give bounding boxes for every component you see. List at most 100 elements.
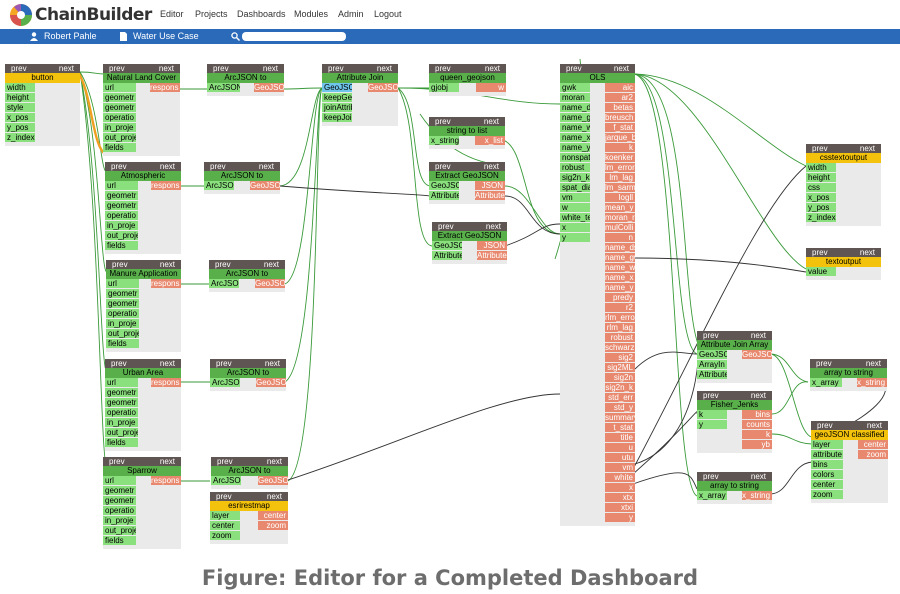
output-port[interactable]: std_err [605,393,635,402]
output-port[interactable]: zoom [258,521,288,530]
input-port[interactable]: css [806,183,836,192]
output-port[interactable]: Attribute [475,191,505,200]
next-button[interactable]: next [483,117,499,126]
input-port[interactable]: name_gw [560,113,590,122]
input-port[interactable]: sig2n_k [560,173,590,182]
node-title[interactable]: esrirestmap [210,501,288,511]
output-port[interactable]: name_gw [605,253,635,262]
input-port[interactable]: geometr [105,388,138,397]
input-port[interactable]: style [5,103,35,112]
input-port[interactable]: ArcJSON [211,476,241,485]
nav-admin[interactable]: Admin [338,9,364,19]
prev-button[interactable]: prev [11,64,27,73]
input-port[interactable]: z_index [806,213,836,222]
output-port[interactable]: sig2ML [605,363,635,372]
input-port[interactable]: geometr [103,103,136,112]
input-port[interactable]: fields [103,143,136,152]
output-port[interactable]: xtx [605,493,635,502]
input-port[interactable]: spat_dia [560,183,590,192]
input-port[interactable]: height [5,93,35,102]
next-button[interactable]: next [158,64,174,73]
node-title[interactable]: ArcJSON to [210,368,286,378]
output-port[interactable]: x_string [857,378,887,387]
output-port[interactable]: betas [605,103,635,112]
prev-button[interactable]: prev [703,391,719,400]
prev-button[interactable]: prev [812,248,828,257]
input-port[interactable]: center [811,480,843,489]
output-port[interactable]: n [605,233,635,242]
input-port[interactable]: k [697,410,727,419]
input-port[interactable]: geometr [106,289,139,298]
output-port[interactable]: title [605,433,635,442]
input-port[interactable]: vm [560,193,590,202]
input-port[interactable]: out_proje [105,428,138,437]
output-port[interactable]: k [605,143,635,152]
prev-button[interactable]: prev [109,457,125,466]
output-port[interactable]: xtxi [605,503,635,512]
output-port[interactable]: respons [150,83,180,92]
prev-button[interactable]: prev [109,64,125,73]
input-port[interactable]: gwk [560,83,590,92]
output-port[interactable]: lm_error [605,163,635,172]
output-port[interactable]: mean_y [605,203,635,212]
next-button[interactable]: next [159,260,175,269]
next-button[interactable]: next [159,359,175,368]
next-button[interactable]: next [262,64,278,73]
input-port[interactable]: bins [811,460,843,469]
output-port[interactable]: vm [605,463,635,472]
output-port[interactable]: center [258,511,288,520]
input-port[interactable]: operatio [105,211,138,220]
output-port[interactable]: u [605,443,635,452]
node-title[interactable]: ArcJSON to [204,171,280,181]
output-port[interactable]: name_w [605,263,635,272]
input-port[interactable]: in_proje [106,319,139,328]
current-project[interactable]: Water Use Case [133,31,199,41]
next-button[interactable]: next [159,457,175,466]
input-port[interactable]: Attribute [432,251,462,260]
nav-dashboards[interactable]: Dashboards [237,9,286,19]
input-port[interactable]: x_pos [806,193,836,202]
input-port[interactable]: fields [103,536,136,545]
input-port[interactable]: ArcJSON [209,279,239,288]
input-port[interactable]: GeoJSO [322,83,352,92]
output-port[interactable]: w [476,83,506,92]
output-port[interactable]: GeoJSO [250,181,280,190]
node-title[interactable]: textoutput [806,257,881,267]
output-port[interactable]: std_y [605,403,635,412]
module-node-ols[interactable]: prevnextOLSgwkmoranname_dsname_gwname_wn… [560,64,635,526]
node-title[interactable]: button [5,73,80,83]
output-port[interactable]: respons [151,279,181,288]
output-port[interactable]: predy [605,293,635,302]
node-header[interactable]: prev next [103,457,181,466]
output-port[interactable]: f_stat [605,123,635,132]
output-port[interactable]: GeoJSO [254,83,284,92]
input-port[interactable]: ArcJSON [204,181,234,190]
input-port[interactable]: white_te [560,213,590,222]
input-port[interactable]: y_pos [806,203,836,212]
output-port[interactable]: GeoJSO [258,476,288,485]
input-port[interactable]: y [560,233,590,242]
input-port[interactable]: keepJoin [322,113,352,122]
output-port[interactable]: utu [605,453,635,462]
output-port[interactable]: rlm_error [605,313,635,322]
input-port[interactable]: fields [105,241,138,250]
next-button[interactable]: next [263,260,279,269]
node-title[interactable]: Attribute Join Array [697,340,772,350]
output-port[interactable]: GeoJSO [256,378,286,387]
